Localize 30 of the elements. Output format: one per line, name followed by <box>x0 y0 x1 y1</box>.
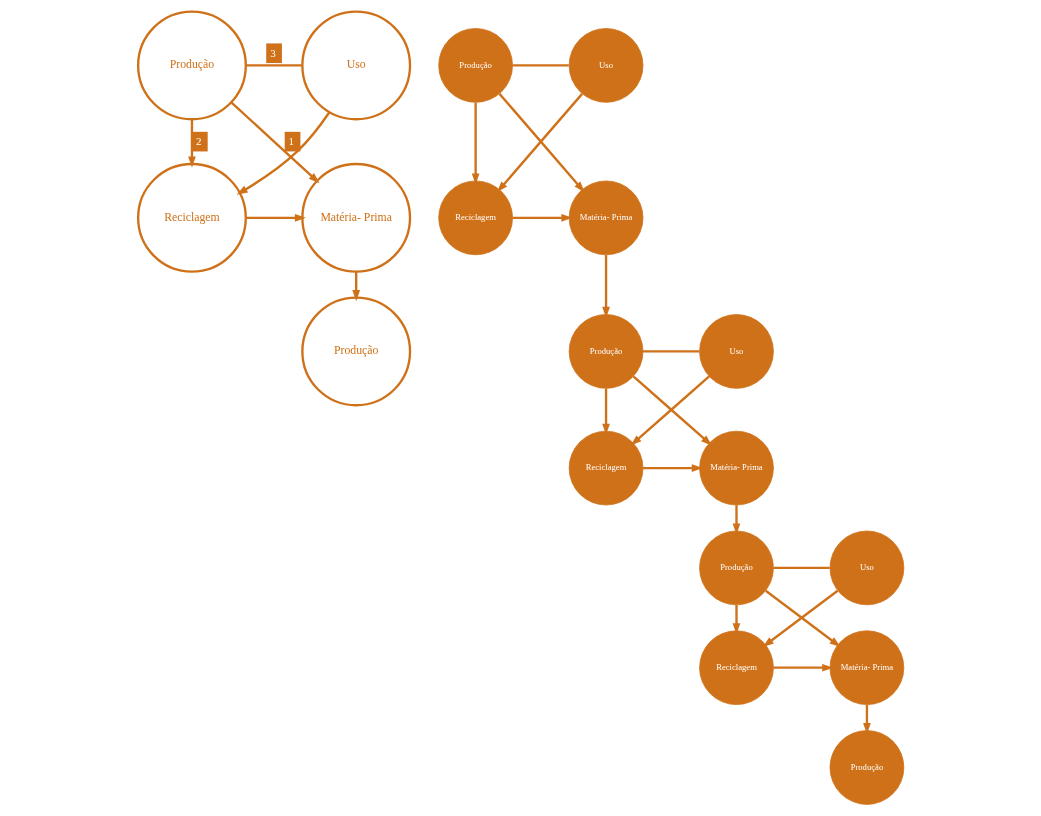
arrow <box>732 505 740 535</box>
node-circle: Produção <box>300 296 411 407</box>
arrow <box>351 271 360 302</box>
arrow <box>230 101 319 184</box>
arrow <box>512 214 572 222</box>
connector <box>512 64 569 67</box>
node-circle: Uso <box>829 530 904 606</box>
edge-label: 3 <box>269 46 276 59</box>
arrow <box>245 214 306 222</box>
node-circle: Uso <box>568 28 643 103</box>
node-circle: Produção <box>829 730 904 805</box>
arrow <box>772 663 833 672</box>
arrow <box>187 119 196 168</box>
node-circle: Uso <box>300 10 411 121</box>
node-circle: Produção <box>568 314 643 389</box>
node-circle: Produção <box>698 530 774 606</box>
connector <box>642 350 699 353</box>
node-circle: Produção <box>136 10 247 121</box>
connector <box>772 566 830 570</box>
arrow <box>236 111 330 195</box>
connector <box>245 64 302 67</box>
node-circle: Matéria- Prima <box>300 162 411 273</box>
node-circle: Produção <box>437 28 513 103</box>
arrow <box>601 255 610 318</box>
edge-label: 1 <box>288 134 294 147</box>
arrow <box>642 464 703 472</box>
node-circle: Uso <box>698 314 774 389</box>
edge-label: 2 <box>195 134 201 147</box>
arrow <box>601 388 610 435</box>
arrow <box>471 102 479 185</box>
